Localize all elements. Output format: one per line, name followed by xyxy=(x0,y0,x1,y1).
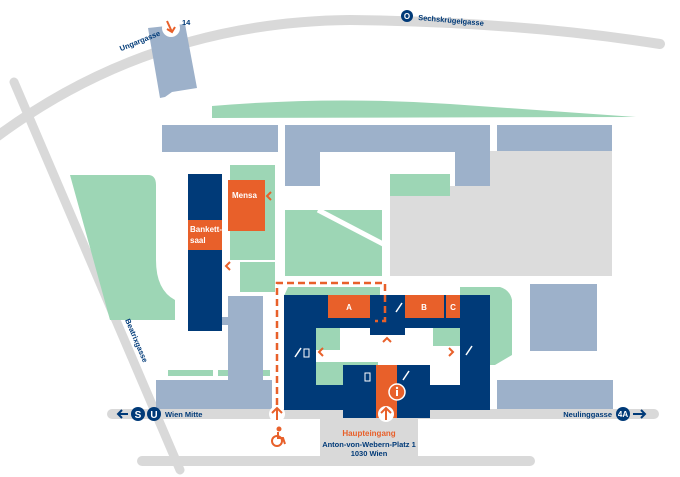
street-neulinggasse: Neulinggasse xyxy=(563,410,612,419)
road-beatrixgasse xyxy=(9,77,185,475)
entrance-label: Haupteingang xyxy=(342,429,395,438)
green-right-small xyxy=(390,174,450,196)
building-a[interactable] xyxy=(328,295,370,318)
building-bottom-right xyxy=(497,380,613,409)
info-icon[interactable] xyxy=(388,383,406,401)
entrance-plaza xyxy=(320,414,418,461)
courtyard-green-4 xyxy=(433,328,460,346)
building-top-left xyxy=(162,125,278,152)
building-b[interactable] xyxy=(405,295,444,318)
green-center xyxy=(285,210,382,276)
metro-icon: O xyxy=(401,10,413,22)
street-wien-mitte: Wien Mitte xyxy=(165,410,202,419)
address-line-1: Anton-von-Webern-Platz 1 xyxy=(322,440,416,449)
green-left xyxy=(70,175,175,320)
svg-text:4A: 4A xyxy=(618,410,628,419)
building-bankettsaal-wing[interactable] xyxy=(188,174,222,331)
svg-text:S: S xyxy=(135,410,142,421)
stairs-icon xyxy=(294,302,473,381)
label-a: A xyxy=(346,303,352,312)
chevron-icon xyxy=(448,347,455,357)
building-c[interactable] xyxy=(446,295,460,318)
arrow-down-icon xyxy=(162,19,180,37)
label-bankettsaal-2: saal xyxy=(190,236,206,245)
svg-text:O: O xyxy=(404,12,410,21)
chevron-icon xyxy=(265,191,272,201)
arrow-right-icon xyxy=(633,409,647,419)
building-mid-left xyxy=(228,296,263,380)
metro-icon: U xyxy=(147,407,161,421)
label-b: B xyxy=(421,303,427,312)
entrance-hall[interactable] xyxy=(376,365,397,418)
arrow-left-icon xyxy=(116,409,128,419)
building-top-right xyxy=(497,125,612,151)
courtyard-green-2 xyxy=(316,362,378,365)
building-ungargasse xyxy=(148,24,197,98)
block-right xyxy=(390,151,612,276)
road-ungargasse-sechskruegelgasse xyxy=(0,14,665,141)
building-bankettsaal[interactable] xyxy=(188,220,222,250)
green-mensa-lower xyxy=(240,262,275,292)
tram-line-label: 14 xyxy=(182,18,191,27)
courtyard-green-1 xyxy=(316,328,340,350)
bus-icon: 4A xyxy=(616,407,630,421)
path-diagonal xyxy=(316,207,387,248)
address-line-2: 1030 Wien xyxy=(351,449,388,458)
label-mensa: Mensa xyxy=(232,191,257,200)
connector xyxy=(222,317,230,325)
chevron-icon xyxy=(382,336,392,343)
label-bankettsaal-1: Bankett- xyxy=(190,225,222,234)
green-main-top xyxy=(284,287,380,296)
arrow-up-icon xyxy=(269,406,285,422)
building-top-center xyxy=(285,125,490,186)
wheelchair-icon xyxy=(271,426,286,447)
building-main[interactable] xyxy=(284,295,490,418)
courtyard-green-3 xyxy=(316,365,343,385)
building-right xyxy=(530,284,597,351)
green-top-strip xyxy=(212,100,636,118)
label-c: C xyxy=(450,303,456,312)
main-notch xyxy=(370,318,405,335)
chevron-icon xyxy=(317,347,324,357)
metro-icon: S xyxy=(131,407,145,421)
accessible-route xyxy=(275,281,387,405)
building-mensa[interactable] xyxy=(228,180,265,231)
building-bottom-left xyxy=(156,380,272,409)
arrow-up-icon xyxy=(378,406,394,422)
elevator-icon xyxy=(303,348,371,382)
chevron-icon xyxy=(224,261,231,271)
svg-text:U: U xyxy=(150,410,157,421)
green-strip-1 xyxy=(168,370,213,376)
